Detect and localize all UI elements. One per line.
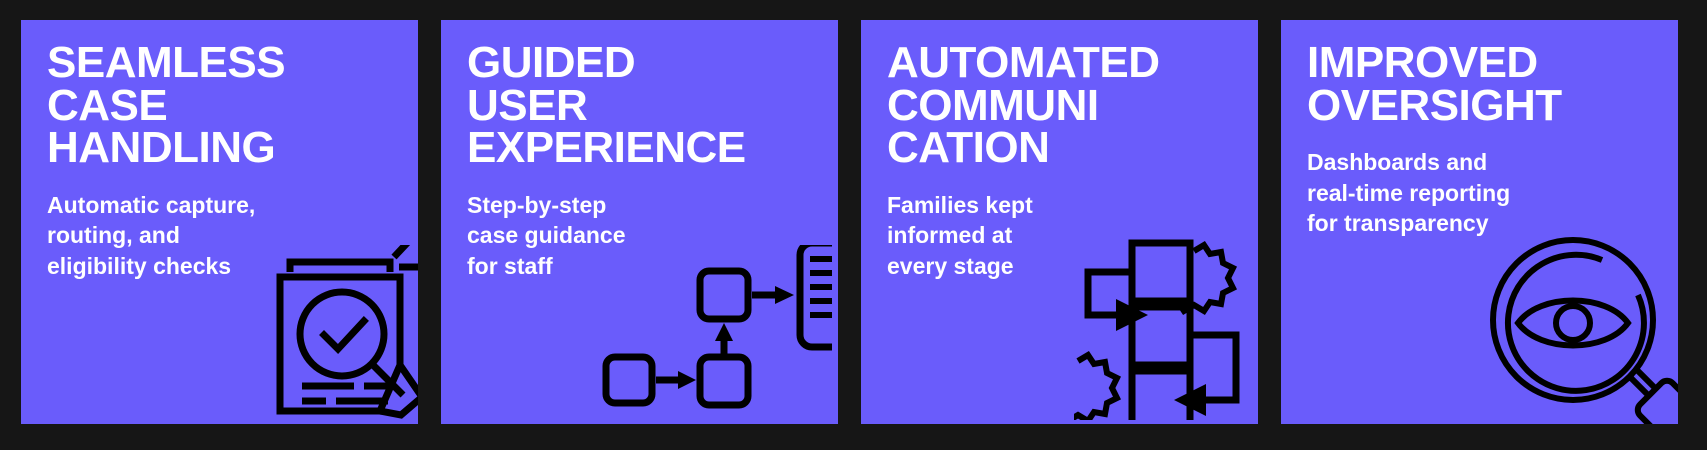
card-content: GUIDED USER EXPERIENCE Step-by-step case…	[441, 20, 838, 281]
document-check-magnifier-icon	[272, 245, 418, 424]
card-content: AUTOMATED COMMUNI CATION Families kept i…	[861, 20, 1258, 281]
card-subtitle: Automatic capture, routing, and eligibil…	[47, 192, 256, 279]
card-subtitle: Dashboards and real-time reporting for t…	[1307, 149, 1511, 237]
card-title: GUIDED USER EXPERIENCE	[467, 38, 746, 173]
feature-card-improved-oversight[interactable]: IMPROVED OVERSIGHT Dashboards and real-t…	[1281, 20, 1678, 424]
feature-card-seamless-case-handling[interactable]: SEAMLESS CASE HANDLING Automatic capture…	[21, 20, 418, 424]
card-content: SEAMLESS CASE HANDLING Automatic capture…	[21, 20, 418, 281]
flowchart-document-icon	[602, 245, 832, 420]
magnifier-eye-icon	[1488, 235, 1678, 424]
feature-card-automated-communication[interactable]: AUTOMATED COMMUNI CATION Families kept i…	[861, 20, 1258, 424]
card-subtitle: Step-by-step case guidance for staff	[467, 192, 626, 279]
card-content: IMPROVED OVERSIGHT Dashboards and real-t…	[1281, 20, 1678, 238]
workflow-gears-icon	[1074, 235, 1254, 420]
card-title: IMPROVED OVERSIGHT	[1307, 38, 1562, 130]
card-title: SEAMLESS CASE HANDLING	[47, 38, 286, 173]
feature-card-guided-user-experience[interactable]: GUIDED USER EXPERIENCE Step-by-step case…	[441, 20, 838, 424]
card-subtitle: Families kept informed at every stage	[887, 192, 1033, 279]
card-title: AUTOMATED COMMUNI CATION	[887, 38, 1160, 173]
